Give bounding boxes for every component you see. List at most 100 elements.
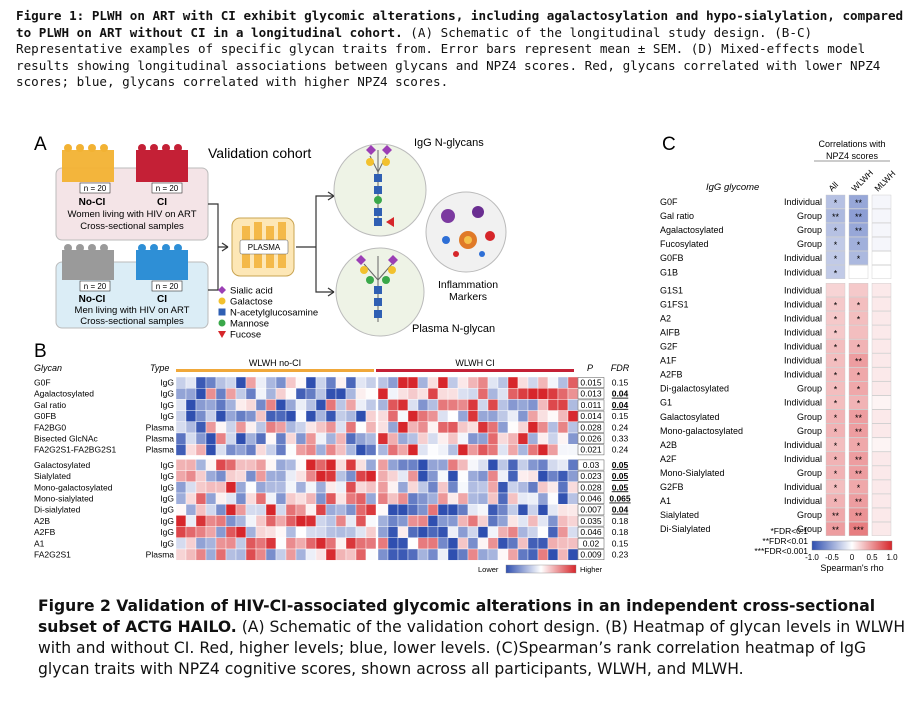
heatmap-cell	[225, 470, 237, 483]
heatmap-cell	[567, 376, 579, 389]
heatmap-cell	[205, 376, 217, 389]
legend-marker-triangle	[218, 331, 226, 338]
heatmap-cell	[265, 515, 277, 527]
heatmap-cell	[537, 399, 549, 411]
heatmap-cell	[235, 410, 247, 423]
heatmap-cell	[205, 410, 217, 423]
heatmap-cell	[507, 492, 519, 505]
heatmap-cell	[315, 459, 327, 471]
heatmap-cell	[355, 481, 367, 494]
heatmap-cell	[447, 399, 459, 411]
heatmap-cell	[255, 481, 267, 494]
significance-stars: *	[834, 427, 838, 437]
heatmap-cell	[355, 432, 367, 445]
fdr-value: 0.23	[612, 550, 629, 560]
heatmap-cell	[487, 388, 499, 400]
heatmap-cell	[517, 504, 529, 516]
glycome-type-label: Group	[797, 524, 822, 534]
heatmap-cell	[205, 526, 217, 538]
heatmap-cell	[365, 470, 377, 483]
heatmap-cell	[255, 492, 267, 505]
glycome-type-label: Individual	[784, 342, 822, 352]
glycome-row-label: Di-Sialylated	[660, 524, 711, 534]
heatmap-cell	[377, 504, 389, 516]
heatmap-cell	[285, 432, 297, 445]
heatmap-cell	[477, 515, 489, 527]
rho-tick-label: -0.5	[825, 553, 839, 562]
heatmap-cell	[215, 526, 227, 538]
significance-stars: **	[832, 511, 840, 521]
heatmap-cell	[547, 376, 559, 389]
panel-c: C Correlations with NPZ4 scores IgG glyc…	[660, 134, 898, 573]
heatmap-cell	[557, 388, 569, 400]
heatmap-cell	[377, 459, 389, 471]
heatmap-cell	[427, 388, 439, 400]
heatmap-cell	[557, 481, 569, 494]
heatmap-cell	[355, 526, 367, 538]
heatmap-cell	[377, 492, 389, 505]
heatmap-cell	[507, 399, 519, 411]
heatmap-cell	[245, 444, 257, 456]
heatmap-cell	[355, 459, 367, 471]
rho-scale-title: Spearman's rho	[820, 563, 883, 573]
legend-label: N-acetylglucosamine	[230, 308, 318, 319]
glycome-row-label: A1F	[660, 356, 677, 366]
heatmap-cell	[335, 481, 347, 494]
fdr-legend-entry: *FDR<0.1	[770, 526, 808, 536]
correlation-cell	[825, 423, 846, 438]
correlation-column-header: MLWH	[872, 168, 897, 193]
men-ci-people-icon	[136, 244, 188, 280]
correlation-cell	[871, 367, 892, 382]
heatmap-cell	[315, 515, 327, 527]
p-value: 0.028	[580, 482, 602, 492]
heatmap-cell	[175, 444, 187, 456]
fdr-legend: *FDR<0.1**FDR<0.01***FDR<0.001	[754, 526, 808, 556]
heatmap-cell	[567, 421, 579, 434]
p-value: 0.013	[580, 389, 602, 399]
correlation-cell	[825, 437, 846, 452]
heatmap-cell	[185, 537, 197, 550]
significance-stars: **	[855, 357, 863, 367]
heatmap-cell	[447, 376, 459, 389]
significance-stars: *	[857, 343, 861, 353]
heatmap-cell	[295, 481, 307, 494]
heatmap-cell	[547, 399, 559, 411]
correlation-cell	[825, 521, 846, 536]
significance-stars: *	[857, 483, 861, 493]
heatmap-cell	[487, 504, 499, 516]
heatmap-cell	[417, 432, 429, 445]
heatmap-cell	[537, 481, 549, 494]
cohort-bracket	[208, 203, 228, 291]
heatmap-cell	[397, 388, 409, 400]
significance-stars: **	[855, 455, 863, 465]
heatmap-cell	[305, 432, 317, 445]
heatmap-cell	[345, 421, 357, 434]
correlation-cell	[825, 493, 846, 508]
heatmap-cell	[547, 537, 559, 550]
heatmap-cell	[407, 376, 419, 389]
significance-stars: *	[857, 371, 861, 381]
heatmap-cell	[275, 388, 287, 400]
heatmap-cell	[457, 376, 469, 389]
heatmap-cell	[245, 492, 257, 505]
glycome-type-label: Group	[797, 384, 822, 394]
glycome-row-label: G2FB	[660, 482, 684, 492]
heatmap-cell	[407, 459, 419, 471]
heatmap-cell	[407, 481, 419, 494]
glycome-type-label: Individual	[784, 299, 822, 309]
heatmap-cell	[195, 548, 207, 561]
p-value: 0.03	[583, 460, 600, 470]
heatmap-cell	[185, 432, 197, 445]
heatmap-cell	[477, 492, 489, 505]
heatmap-cell	[377, 515, 389, 527]
heatmap-cell	[377, 548, 389, 561]
heatmap-cell	[365, 444, 377, 456]
heatmap-cell	[235, 388, 247, 400]
glycan-row-label: Di-sialylated	[34, 505, 81, 515]
fdr-value: 0.15	[612, 538, 629, 548]
heatmap-cell	[215, 515, 227, 527]
heatmap-cell	[407, 470, 419, 483]
heatmap-cell	[407, 399, 419, 411]
heatmap-cell	[225, 459, 237, 471]
